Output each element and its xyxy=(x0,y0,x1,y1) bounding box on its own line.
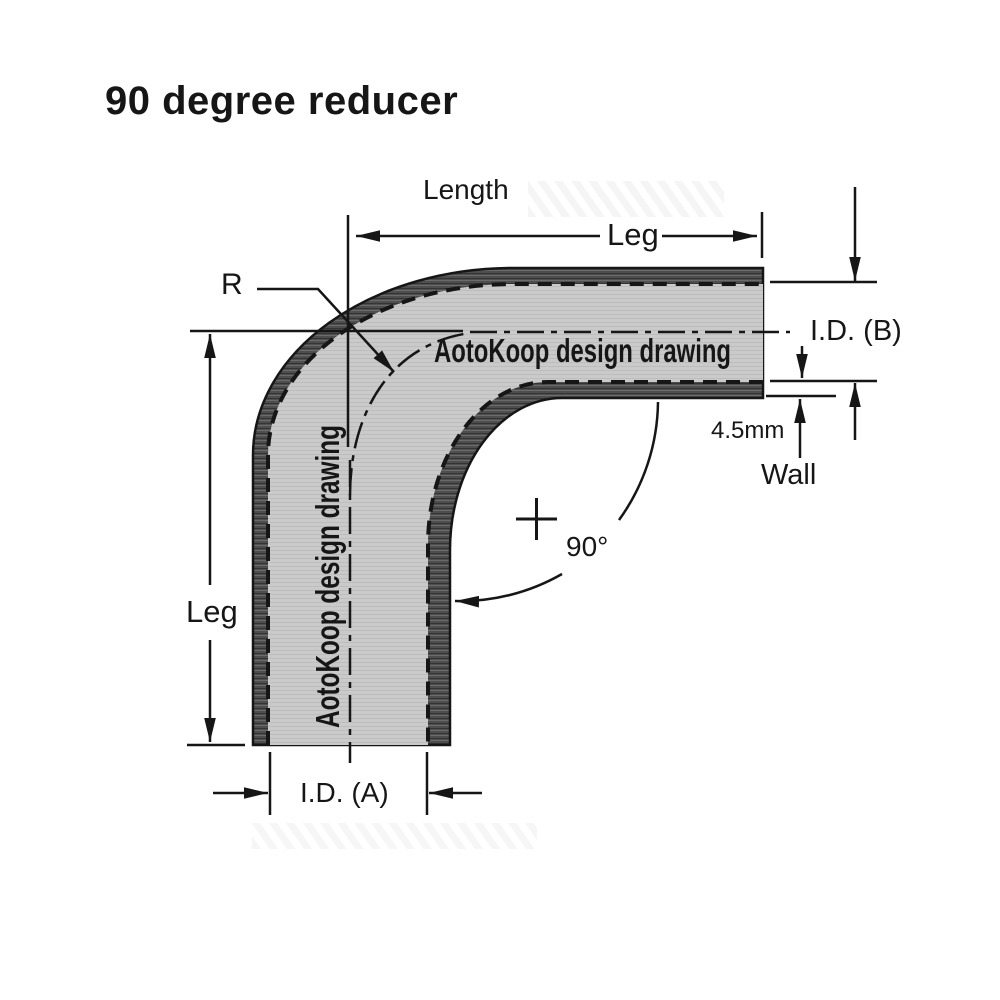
wall-value-label: 4.5mm xyxy=(711,417,784,444)
labels: 90 degree reducer Length Leg R AotoKoop … xyxy=(105,79,902,808)
watermark-vertical: AotoKoop design drawing xyxy=(309,425,346,728)
leg-left-label: Leg xyxy=(186,594,238,629)
extension-lines xyxy=(187,212,877,815)
dimension-lines xyxy=(204,187,861,799)
pipe-bore xyxy=(268,284,763,745)
radius-leader xyxy=(257,287,395,373)
bend-center-cross xyxy=(516,498,557,540)
wall-label: Wall xyxy=(761,459,816,491)
ghost-watermark-top xyxy=(528,181,724,217)
angle-arc-upper xyxy=(617,401,660,521)
centerlines xyxy=(348,330,790,763)
leg-top-label: Leg xyxy=(607,217,659,252)
length-label: Length xyxy=(423,174,509,205)
centerline-bend-arc xyxy=(348,331,471,496)
id-a-label: I.D. (A) xyxy=(300,777,389,808)
angle-label: 90° xyxy=(566,531,608,562)
ghost-watermark-bottom xyxy=(252,823,537,849)
angle-arc-lower xyxy=(454,572,563,608)
watermark-horizontal: AotoKoop design drawing xyxy=(434,332,731,369)
id-b-label: I.D. (B) xyxy=(810,315,902,347)
inner-wall-dashed-outer-side xyxy=(266,282,763,745)
radius-label: R xyxy=(221,268,243,301)
inner-wall-dashed-inner-side xyxy=(426,380,763,745)
page-title: 90 degree reducer xyxy=(105,79,458,123)
